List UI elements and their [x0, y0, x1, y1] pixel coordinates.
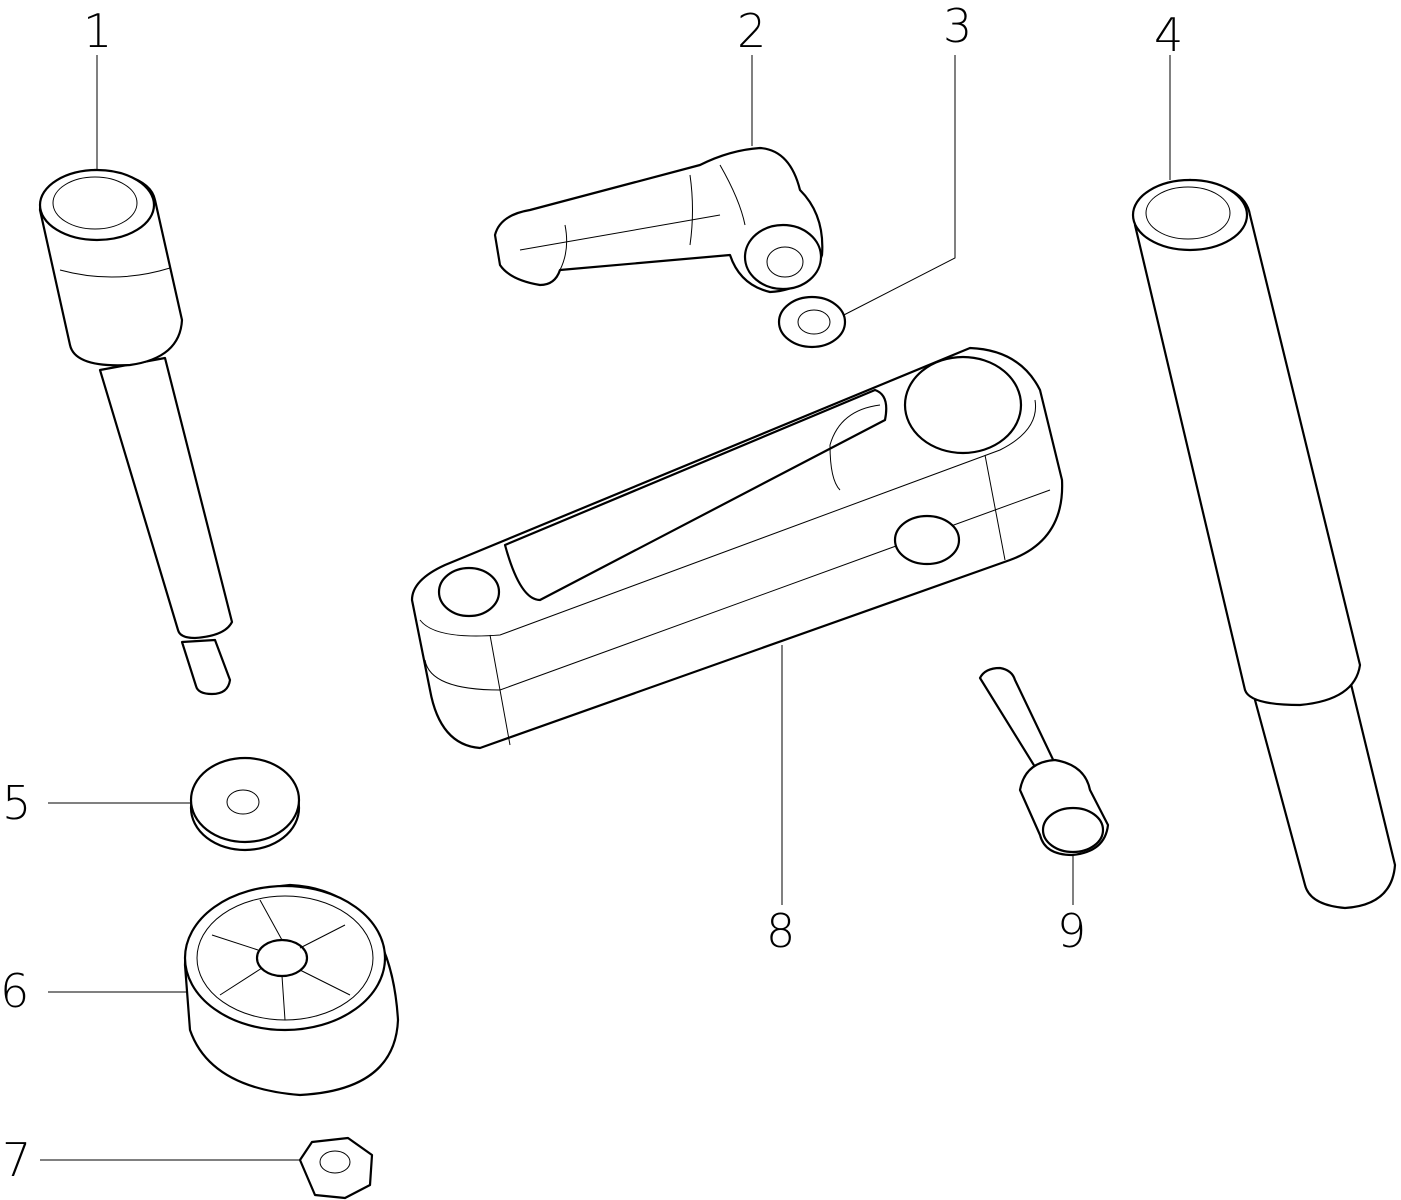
callout-6: 6: [0, 964, 30, 1018]
callout-2: 2: [737, 4, 767, 58]
part-4-rod: [1131, 178, 1397, 910]
part-6-wheel: [183, 883, 400, 1097]
callout-4: 4: [1154, 8, 1184, 62]
callout-3: 3: [943, 0, 973, 53]
part-1-handle-pin: [38, 168, 234, 696]
callout-7: 7: [2, 1133, 32, 1187]
part-3-washer: [777, 295, 847, 349]
part-2-clamping-lever: [493, 146, 824, 294]
callout-5: 5: [2, 776, 32, 830]
part-7-hex-nut: [298, 1136, 374, 1200]
leader-line-3: [837, 55, 956, 319]
callout-8: 8: [766, 904, 796, 958]
leader-lines: [40, 55, 1171, 1161]
callout-1: 1: [83, 4, 113, 58]
part-5-washer: [189, 756, 301, 852]
callout-9: 9: [1057, 904, 1087, 958]
part-8-slotted-arm: [410, 346, 1064, 750]
part-9-stud-pin: [978, 666, 1110, 857]
